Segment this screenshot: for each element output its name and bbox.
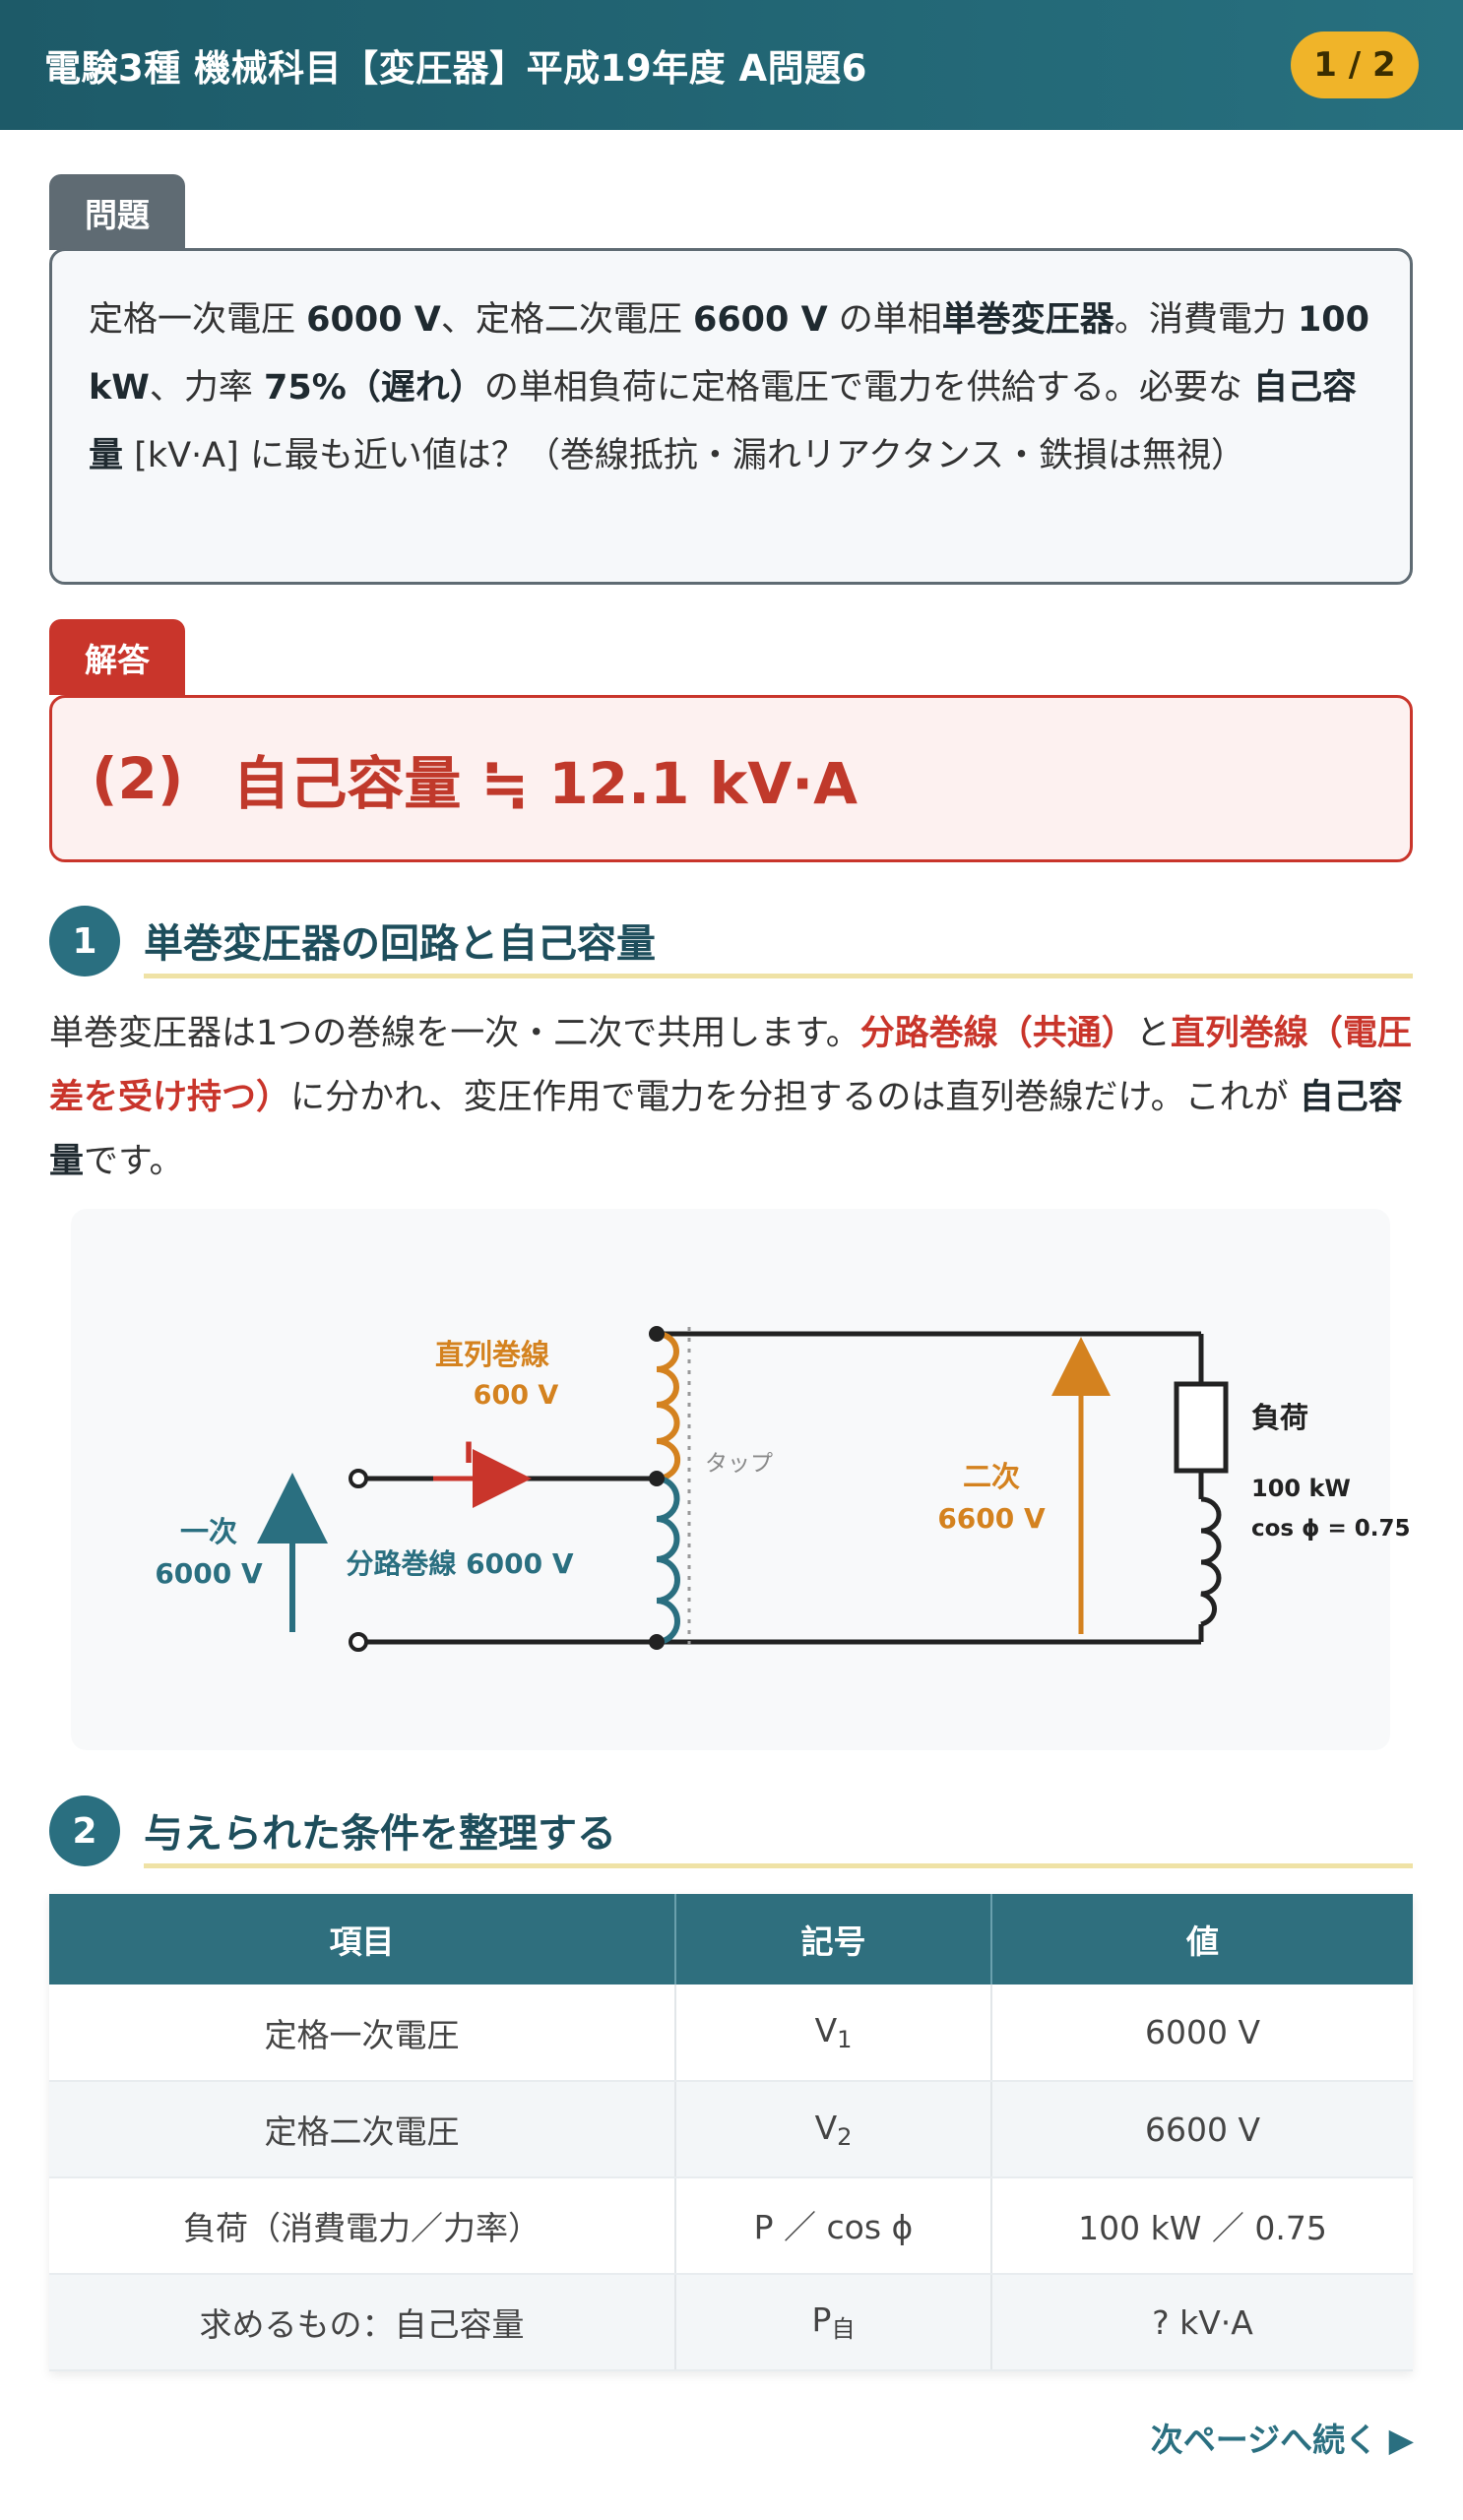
table-cell-value: 6000 V [991,1984,1413,2082]
para-highlight: 分路巻線（共通） [859,1014,1136,1053]
answer-number: (2) [92,745,184,812]
table-header-row: 項目 記号 値 [49,1894,1413,1984]
load-resistor [1174,1381,1229,1474]
tap-label: タップ [705,1451,773,1477]
table-cell-symbol: V2 [675,2081,992,2178]
symbol-subscript: 自 [831,2315,856,2343]
section-title: 与えられた条件を整理する [144,1796,1413,1868]
next-page-link[interactable]: 次ページへ続く ▶ [1150,2421,1414,2459]
table-row: 定格一次電圧 V1 6000 V [49,1984,1413,2082]
question-bold: 6000 V [306,300,441,340]
section-2-heading: 2 与えられた条件を整理する [49,1796,1413,1874]
section-number-badge: 2 [49,1796,120,1866]
answer-box: (2) 自己容量 ≒ 12.1 kV·A [49,695,1413,862]
question-bold: 100 kW [89,300,1370,408]
symbol-text: P [811,2300,832,2339]
conditions-table: 項目 記号 値 定格一次電圧 V1 6000 V 定格二次電圧 V2 6600 … [49,1894,1413,2371]
symbol-text: V [814,2011,838,2049]
para-text: 単巻変圧器は1つの巻線を一次・二次で共用します。 [49,1014,860,1053]
table-cell-item: 定格二次電圧 [49,2081,676,2178]
load-power-label: 100 kW [1251,1475,1351,1502]
para-text: と [1135,1014,1171,1053]
question-text: 定格一次電圧 [89,300,307,340]
section-title: 単巻変圧器の回路と自己容量 [144,906,1413,978]
para-bold: 自己容量 [49,1078,1403,1181]
primary-terminal-top [349,1469,368,1488]
secondary-label: 二次 [963,1460,1020,1493]
answer-tag: 解答 [49,619,185,695]
shunt-winding-label: 分路巻線 6000 V [346,1547,573,1580]
question-bold: 単巻変圧器 [941,300,1114,340]
current-label: I [464,1436,475,1470]
question-text: の単相負荷に定格電圧で電力を供給する。必要な [483,368,1253,408]
secondary-voltage-label: 6600 V [937,1502,1046,1535]
table-cell-item: 定格一次電圧 [49,1984,676,2082]
symbol-text: P ／ cos ϕ [753,2208,914,2246]
primary-label: 一次 [180,1515,237,1548]
header-bar: 電験3種 機械科目【変圧器】平成19年度 A問題6 1 / 2 [0,0,1463,130]
page-title: 電験3種 機械科目【変圧器】平成19年度 A問題6 [44,47,867,90]
table-header-cell: 項目 [49,1894,676,1984]
table-row: 定格二次電圧 V2 6600 V [49,2081,1413,2178]
table-cell-item: 求めるもの：自己容量 [49,2274,676,2371]
question-text: [kV·A] に最も近い値は？（巻線抵抗・漏れリアクタンス・鉄損は無視） [123,436,1246,475]
table-row: 求めるもの：自己容量 P自 ? kV·A [49,2274,1413,2371]
table-header-cell: 記号 [675,1894,992,1984]
winding-top-node [649,1326,665,1342]
question-text: 。消費電力 [1113,300,1298,340]
table-cell-symbol: P自 [675,2274,992,2371]
question-text: の単相 [827,300,942,340]
para-highlight: 直列巻線（電圧差を受け持つ） [49,1014,1412,1117]
question-box: 定格一次電圧 6000 V、定格二次電圧 6600 V の単相単巻変圧器。消費電… [49,248,1413,585]
table-cell-item: 負荷（消費電力／力率） [49,2177,676,2275]
section-number-badge: 1 [49,906,120,976]
symbol-text: V [814,2108,838,2147]
tap-node [649,1471,665,1486]
question-bold: 75%（遅れ） [264,368,484,408]
section-1-heading: 1 単巻変圧器の回路と自己容量 [49,906,1413,984]
primary-terminal-bottom [349,1632,368,1652]
load-label: 負荷 [1251,1401,1308,1434]
table-cell-value: ? kV·A [991,2274,1413,2371]
autotransformer-circuit-diagram: 直列巻線 600 V I タップ 一次 6000 V 分路巻線 6000 V 二… [71,1209,1410,1750]
table-cell-value: 100 kW ／ 0.75 [991,2177,1413,2275]
series-winding-label: 直列巻線 [435,1338,549,1371]
primary-voltage-label: 6000 V [155,1557,263,1590]
shunt-winding [656,1476,680,1645]
answer-text: 自己容量 ≒ 12.1 kV·A [232,750,859,817]
table-cell-symbol: P ／ cos ϕ [675,2177,992,2275]
section-1-paragraph: 単巻変圧器は1つの巻線を一次・二次で共用します。分路巻線（共通）と直列巻線（電圧… [49,1002,1423,1194]
table-row: 負荷（消費電力／力率） P ／ cos ϕ 100 kW ／ 0.75 [49,2177,1413,2275]
load-pf-label: cos ϕ = 0.75 [1251,1516,1410,1542]
series-winding-voltage: 600 V [474,1380,559,1411]
question-tag: 問題 [49,174,185,250]
winding-bottom-node [649,1634,665,1650]
question-bold: 6600 V [692,300,828,340]
series-winding [656,1331,681,1481]
page-indicator-badge: 1 / 2 [1291,32,1419,98]
table-cell-symbol: V1 [675,1984,992,2082]
question-bold: 自己容量 [89,368,1357,475]
para-text: に分かれ、変圧作用で電力を分担するのは直列巻線だけ。これが [290,1078,1300,1117]
question-text: 、定格二次電圧 [440,300,693,340]
table-header-cell: 値 [991,1894,1413,1984]
para-text: です。 [84,1142,184,1181]
circuit-svg: 直列巻線 600 V I タップ 一次 6000 V 分路巻線 6000 V 二… [155,1326,1410,1652]
table-cell-value: 6600 V [991,2081,1413,2178]
load-inductor [1200,1496,1222,1627]
symbol-subscript: 2 [837,2122,853,2151]
question-text: 、力率 [149,368,265,408]
symbol-subscript: 1 [837,2026,853,2053]
